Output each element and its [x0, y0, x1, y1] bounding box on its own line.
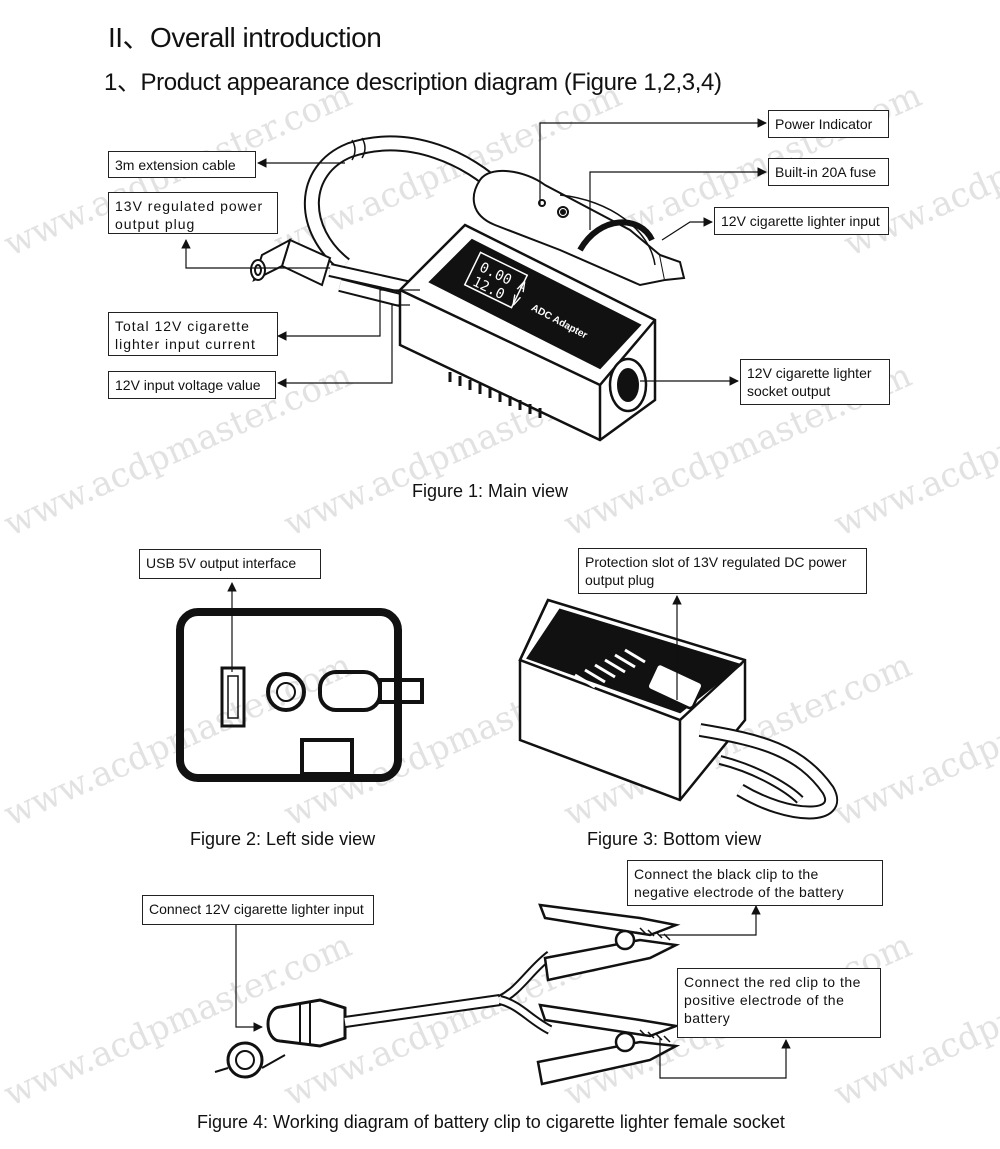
label-red-clip: Connect the red clip to the positive ele…	[677, 968, 881, 1038]
label-black-clip: Connect the black clip to the negative e…	[627, 860, 883, 906]
battery-clip-cable	[214, 903, 681, 1086]
page-title: II、Overall introduction	[108, 22, 382, 53]
figure1-caption: Figure 1: Main view	[412, 481, 569, 501]
label-fuse: Built-in 20A fuse	[768, 158, 889, 186]
label-protection-slot: Protection slot of 13V regulated DC powe…	[578, 548, 867, 594]
label-socket-output: 12V cigarette lighter socket output	[740, 359, 890, 405]
adapter-bottom-view	[518, 598, 839, 820]
figure2-caption: Figure 2: Left side view	[190, 829, 376, 849]
label-total-current: Total 12V cigarette lighter input curren…	[108, 312, 278, 356]
label-usb-output: USB 5V output interface	[139, 549, 321, 579]
figure3-caption: Figure 3: Bottom view	[587, 829, 762, 849]
label-input-voltage: 12V input voltage value	[108, 371, 276, 399]
label-lighter-input: 12V cigarette lighter input	[714, 207, 889, 235]
label-power-indicator: Power Indicator	[768, 110, 889, 138]
label-extension-cable: 3m extension cable	[108, 151, 256, 178]
adapter-main-view	[250, 135, 686, 442]
label-output-plug: 13V regulated power output plug	[108, 192, 278, 234]
figure4-caption: Figure 4: Working diagram of battery cli…	[197, 1112, 785, 1132]
adapter-left-side-view	[176, 608, 424, 782]
label-connect-input: Connect 12V cigarette lighter input	[142, 895, 374, 925]
section-title: 1、Product appearance description diagram…	[104, 69, 722, 96]
